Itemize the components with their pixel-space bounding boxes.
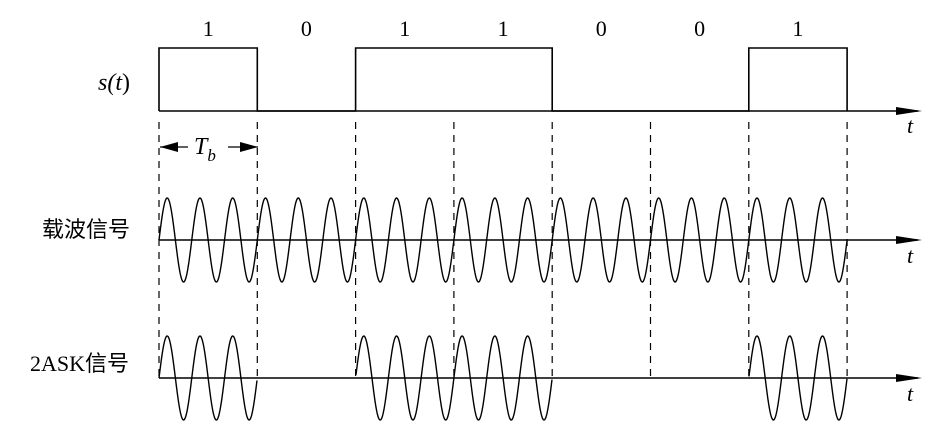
period-arrow-left-icon [160,142,178,152]
signal-label: s(t) [98,70,130,96]
bit-label: 1 [203,16,214,41]
time-axis-label: t [907,113,914,138]
digital-signal-waveform [158,47,848,112]
time-axes: t t t [159,107,922,406]
time-axis-label: t [907,243,914,268]
period-marker: Tb [160,133,258,165]
bit-label: 1 [498,16,509,41]
bit-value-labels: 1 0 1 1 0 0 1 [203,16,804,41]
axis-arrow-icon [896,374,922,382]
carrier-waveform [158,197,848,283]
axis-arrow-icon [896,236,922,244]
ask-waveform [158,335,848,421]
period-label: Tb [194,134,216,165]
carrier-label: 载波信号 [42,217,130,242]
bit-label: 0 [596,16,607,41]
bit-label: 0 [301,16,312,41]
bit-boundary-lines [158,122,848,380]
bit-label: 0 [694,16,705,41]
period-arrow-right-icon [240,142,258,152]
bit-label: 1 [399,16,410,41]
time-axis-label: t [907,381,914,406]
ask-label: 2ASK信号 [30,351,129,376]
axis-arrow-icon [896,107,922,115]
bit-label: 1 [792,16,803,41]
